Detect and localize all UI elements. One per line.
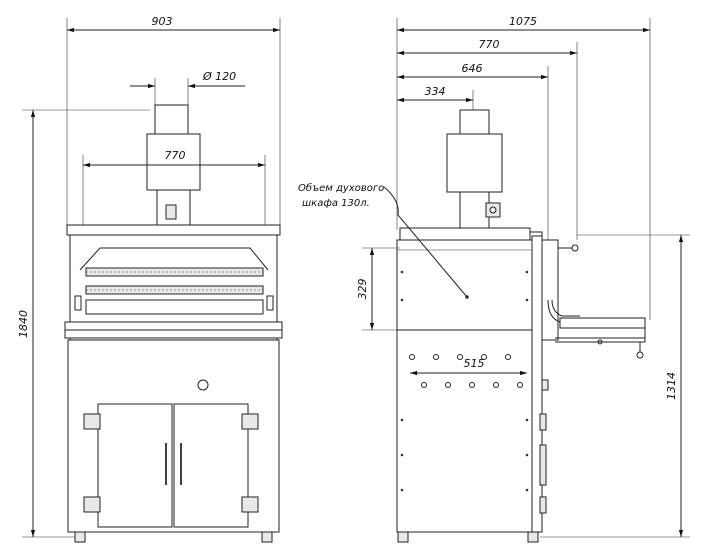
side-foot-right <box>527 531 539 543</box>
front-chimney-pipe <box>154 104 189 136</box>
table-height-label: 1314 <box>665 372 678 400</box>
side-oven-body <box>396 239 533 331</box>
side-door-edge <box>531 235 543 533</box>
front-door-left <box>97 403 173 528</box>
front-top-plate <box>66 224 281 236</box>
side-depth-770-label: 770 <box>479 38 500 51</box>
side-chimney-pipe <box>459 109 490 136</box>
oven-height-label: 329 <box>356 279 369 300</box>
vent-holes <box>409 354 523 388</box>
front-foot-left <box>74 531 86 543</box>
cabinet-rivets <box>400 418 529 492</box>
side-depth-overall-label: 1075 <box>509 15 537 28</box>
side-damper-handle <box>485 202 501 218</box>
side-chimney-box <box>446 133 503 193</box>
front-knob-icon <box>197 379 209 391</box>
side-depth-334-label: 334 <box>425 85 446 98</box>
side-depth-646-label: 646 <box>462 62 483 75</box>
oven-depth-label: 515 <box>464 357 485 370</box>
front-chimney-box <box>146 133 201 191</box>
damper-handle <box>165 204 177 220</box>
side-fold-out-table <box>559 317 646 329</box>
table-latch-icon <box>636 351 644 359</box>
side-view: 1075 770 646 334 Объем духового шкафа <box>298 15 690 543</box>
front-height-label: 1840 <box>17 310 30 338</box>
front-width-label: 903 <box>152 15 173 28</box>
chimney-diameter-label: Ø 120 <box>202 70 236 83</box>
side-top-plate <box>399 227 531 241</box>
oven-volume-note-line1: Объем духового <box>298 182 384 194</box>
side-cabinet-body <box>396 329 533 533</box>
oven-rivets <box>400 270 529 302</box>
front-inner-width-label: 770 <box>165 149 186 162</box>
front-view: 903 Ø 120 770 <box>17 15 283 543</box>
side-foot-left <box>397 531 409 543</box>
front-foot-right <box>261 531 273 543</box>
oven-volume-note-line2: шкафа 130л. <box>302 198 370 209</box>
front-door-right <box>173 403 249 528</box>
side-front-panel <box>541 239 559 341</box>
